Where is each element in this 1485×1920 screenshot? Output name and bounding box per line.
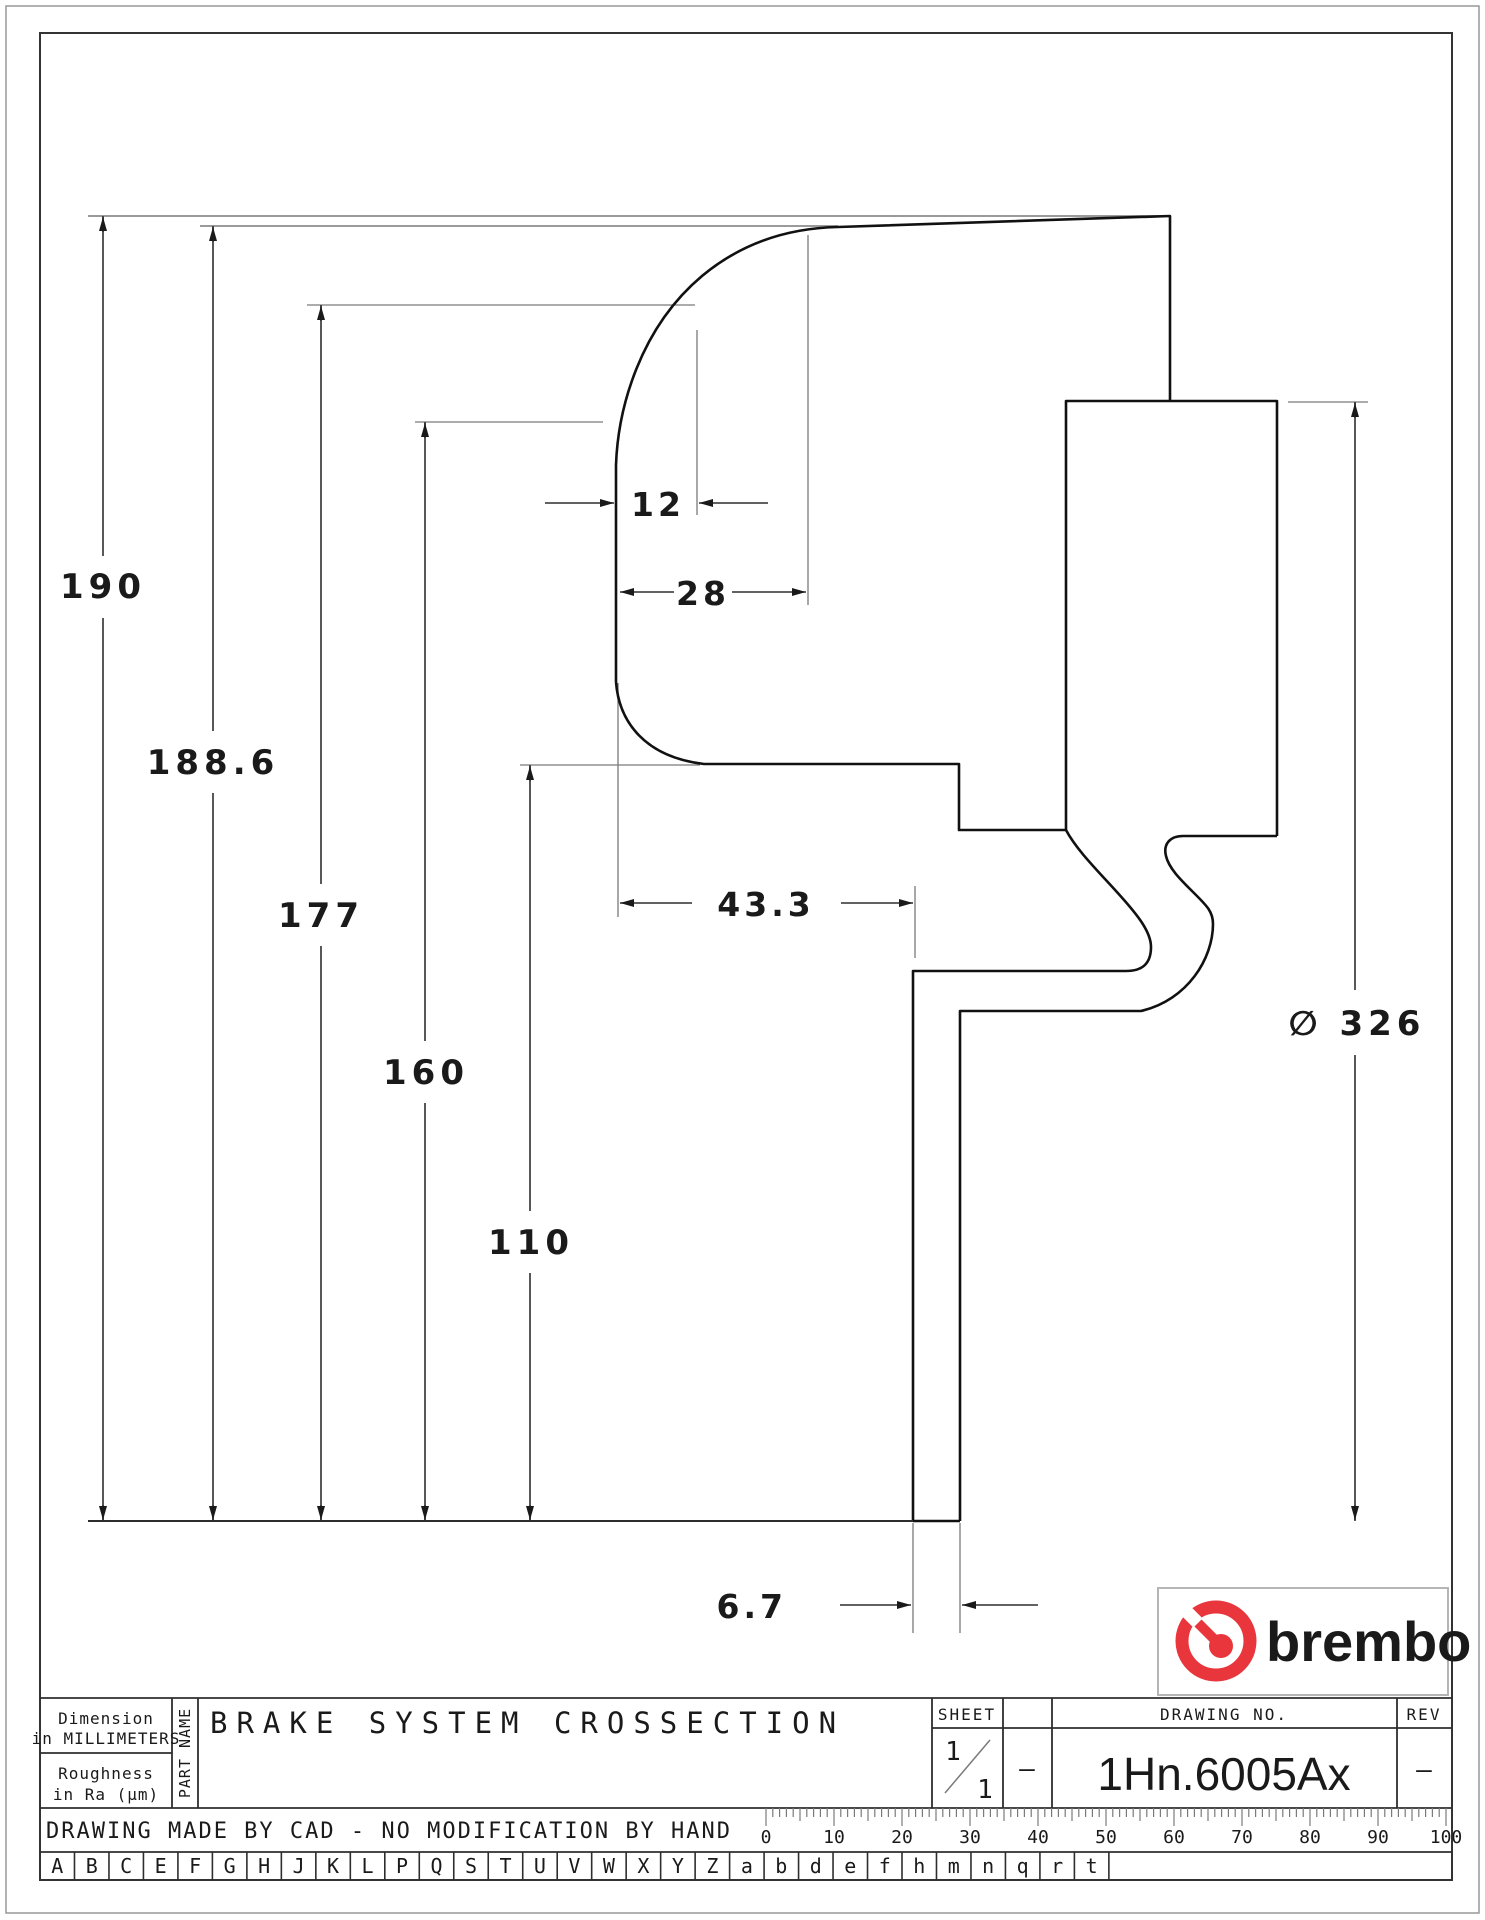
dim-label-110: 110 <box>488 1223 574 1263</box>
letter-cell: q <box>1017 1854 1029 1878</box>
letter-cell: K <box>327 1854 339 1878</box>
sheet-numerator: 1 <box>945 1737 961 1767</box>
dim-label-diameter: ∅ 326 <box>1289 1004 1426 1044</box>
letter-cell: b <box>775 1854 787 1878</box>
ruler-label: 100 <box>1430 1827 1463 1848</box>
ruler-label: 40 <box>1027 1827 1049 1848</box>
part-title: BRAKE SYSTEM CROSSECTION <box>210 1706 845 1740</box>
dimension-43-3: 43.3 <box>620 885 913 924</box>
letter-cell: X <box>637 1854 649 1878</box>
ruler-label: 0 <box>761 1827 772 1848</box>
ruler-label: 10 <box>823 1827 845 1848</box>
extension-lines <box>88 215 1368 1633</box>
brake-disc-profile <box>614 214 1279 1523</box>
dimension-note-line1: Dimension <box>58 1709 154 1728</box>
ruler-label: 90 <box>1367 1827 1389 1848</box>
ruler-label: 60 <box>1163 1827 1185 1848</box>
letter-cell: a <box>741 1854 753 1878</box>
title-block: Dimension in MILLIMETERS Roughness in Ra… <box>32 1697 1452 1853</box>
letter-cell: W <box>603 1854 616 1878</box>
sheet-header: SHEET <box>938 1705 996 1724</box>
dimension-110: 110 <box>488 765 574 1521</box>
dim-label-28: 28 <box>676 574 730 613</box>
brembo-logo: brembo <box>1157 1587 1471 1696</box>
brembo-wordmark: brembo <box>1266 1610 1471 1673</box>
drawing-no-header: DRAWING NO. <box>1160 1705 1288 1724</box>
fraction-slash <box>944 1739 991 1794</box>
rev-header: REV <box>1407 1705 1442 1724</box>
letter-cell: Y <box>672 1854 684 1878</box>
letter-cell: F <box>189 1854 201 1878</box>
dimension-190: 190 <box>60 216 146 1521</box>
dim-label-190: 190 <box>60 567 146 607</box>
letter-cell: U <box>534 1854 546 1878</box>
letter-cell: n <box>982 1854 994 1878</box>
letter-cell: P <box>396 1854 408 1878</box>
inner-frame-border <box>39 32 1453 1881</box>
ruler-label: 80 <box>1299 1827 1321 1848</box>
dash-cell: — <box>1019 1754 1035 1784</box>
letter-cell: r <box>1051 1854 1063 1878</box>
letter-cell: Q <box>430 1854 442 1878</box>
drawing-no-value: 1Hn.6005Ax <box>1097 1748 1350 1800</box>
letter-cell: A <box>51 1854 63 1878</box>
letter-cell: V <box>568 1854 580 1878</box>
dim-label-6-7: 6.7 <box>717 1587 787 1626</box>
part-name-label: PART NAME <box>176 1708 194 1798</box>
dimension-177: 177 <box>278 305 364 1521</box>
footer-note: DRAWING MADE BY CAD - NO MODIFICATION BY… <box>46 1819 732 1844</box>
dimension-160: 160 <box>383 422 469 1521</box>
dim-label-177: 177 <box>278 896 364 936</box>
dimension-6-7: 6.7 <box>717 1587 1038 1626</box>
rev-value: — <box>1416 1755 1432 1785</box>
dimension-diameter-326: ∅ 326 <box>1289 402 1426 1521</box>
letter-cell: G <box>224 1854 236 1878</box>
letter-cell: h <box>913 1854 925 1878</box>
ruler-label: 20 <box>891 1827 913 1848</box>
letter-cell: J <box>293 1854 305 1878</box>
roughness-note-line2: in Ra (µm) <box>53 1785 159 1804</box>
letter-cell: e <box>844 1854 856 1878</box>
letter-cell: T <box>499 1854 511 1878</box>
outer-page-border <box>5 5 1480 1914</box>
letter-cell: m <box>948 1854 960 1878</box>
roughness-note-line1: Roughness <box>58 1764 154 1783</box>
letter-cell: L <box>362 1854 374 1878</box>
dimension-188-6: 188.6 <box>147 226 280 1521</box>
letter-cell: Z <box>706 1854 718 1878</box>
ruler-label: 30 <box>959 1827 981 1848</box>
letter-cell: H <box>258 1854 270 1878</box>
dim-label-12: 12 <box>631 485 685 524</box>
letter-cell: f <box>879 1854 891 1878</box>
letter-cell: B <box>86 1854 98 1878</box>
sheet-denominator: 1 <box>977 1775 993 1805</box>
dimension-12: 12 <box>545 485 768 524</box>
dim-label-188-6: 188.6 <box>147 743 280 783</box>
dimension-note-line2: in MILLIMETERS <box>32 1729 181 1748</box>
letter-cell: E <box>155 1854 167 1878</box>
dim-label-160: 160 <box>383 1053 469 1093</box>
letter-cell: t <box>1086 1854 1098 1878</box>
letter-cell: C <box>120 1854 132 1878</box>
dimension-28: 28 <box>620 574 806 613</box>
dim-label-43-3: 43.3 <box>717 885 814 924</box>
brembo-ring-icon <box>1175 1600 1257 1682</box>
ruler-label: 50 <box>1095 1827 1117 1848</box>
ruler-label: 70 <box>1231 1827 1253 1848</box>
letter-cell: S <box>465 1854 477 1878</box>
letter-cell: d <box>810 1854 822 1878</box>
logo-b-bowl <box>1209 1634 1233 1658</box>
